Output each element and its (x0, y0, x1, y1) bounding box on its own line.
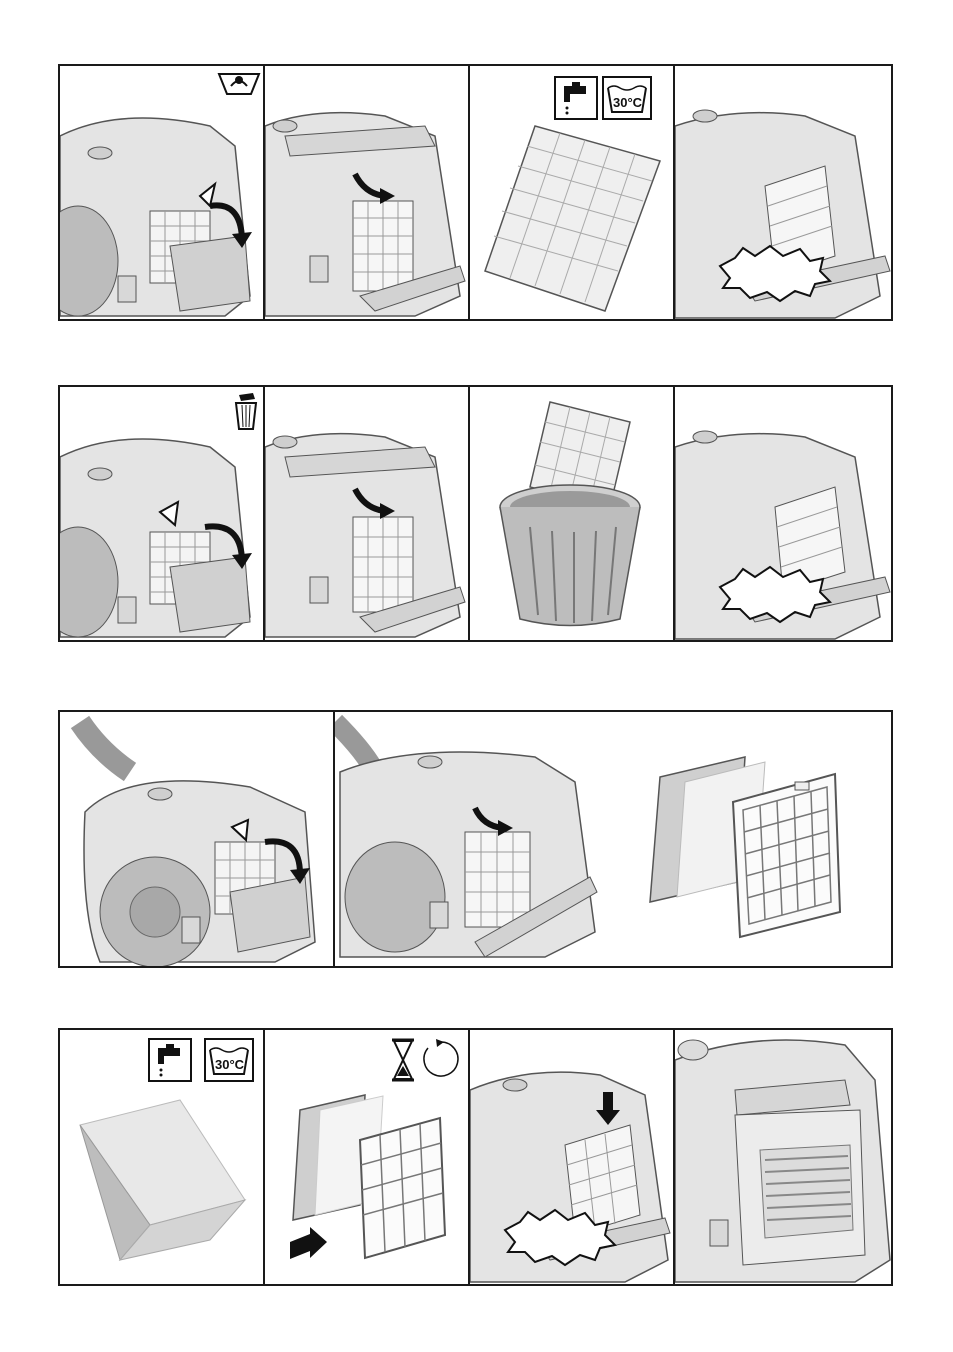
wash-30-icon: 30°C (204, 1038, 254, 1082)
panel-filter-parts (625, 712, 893, 966)
hand-wash-icon (217, 70, 261, 96)
panel-remove-filter (335, 712, 625, 966)
panel-insert-filter (470, 1030, 673, 1284)
tap-icon (148, 1038, 192, 1082)
vacuum-illustration (675, 1030, 893, 1284)
panel-remove-filter (265, 66, 468, 319)
panel-dry-pad (265, 1030, 468, 1284)
vacuum-illustration (675, 387, 893, 640)
wash-temp-label: 30°C (613, 95, 643, 110)
filter-parts-illustration (625, 712, 893, 966)
vacuum-illustration (470, 1030, 673, 1284)
waste-bin-illustration (470, 387, 673, 640)
trash-bin-icon (233, 391, 259, 431)
panel-remove-filter (265, 387, 468, 640)
panel-open-cover (60, 66, 263, 319)
panel-wash-pad: 30°C (60, 1030, 263, 1284)
instruction-row-3 (58, 710, 893, 968)
hourglass-icon (389, 1038, 417, 1082)
panel-open-cover (60, 712, 333, 966)
panel-rinse-filter: 30°C (470, 66, 673, 319)
vacuum-illustration (335, 712, 625, 966)
tap-icon (554, 76, 598, 120)
panel-dispose-filter (470, 387, 673, 640)
panel-refit-filter (675, 66, 893, 319)
vacuum-illustration (675, 66, 893, 319)
wash-30-icon: 30°C (602, 76, 652, 120)
vacuum-illustration (60, 712, 333, 966)
panel-insert-new-filter (675, 387, 893, 640)
vacuum-illustration (60, 66, 263, 319)
rotate-icon (420, 1038, 462, 1080)
vacuum-illustration (265, 66, 468, 319)
vacuum-illustration (265, 387, 468, 640)
panel-closed-cover (675, 1030, 893, 1284)
instruction-row-2 (58, 385, 893, 642)
wash-temp-label: 30°C (215, 1057, 245, 1072)
instruction-row-4: 30°C (58, 1028, 893, 1286)
panel-open-cover (60, 387, 263, 640)
instruction-row-1: 30°C (58, 64, 893, 321)
